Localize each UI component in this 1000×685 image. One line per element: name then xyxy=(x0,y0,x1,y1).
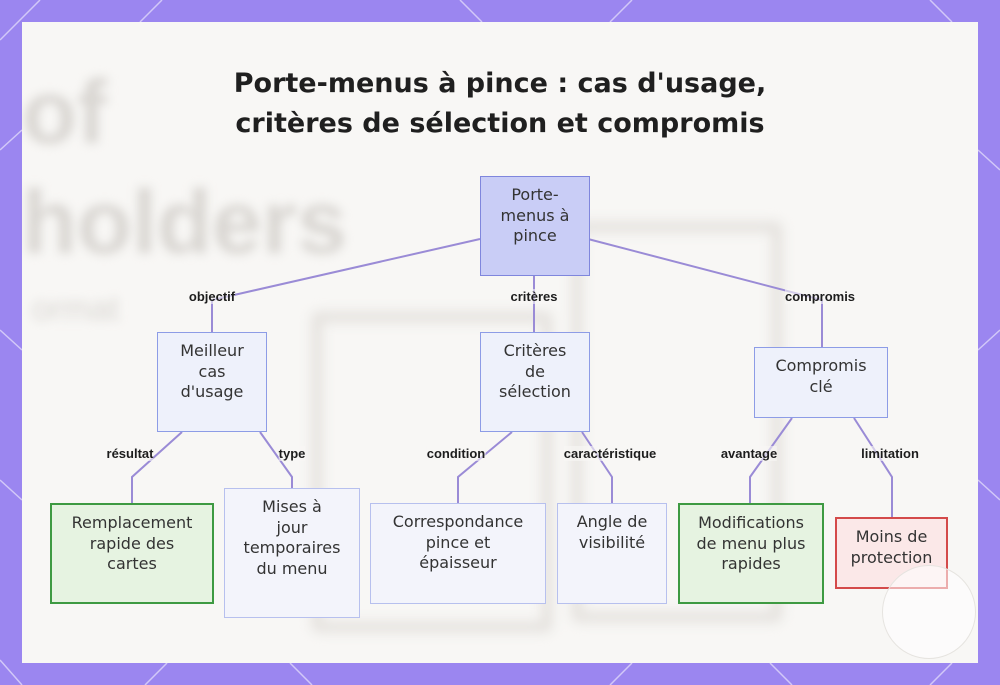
edge-label-criteres: critères xyxy=(510,289,558,304)
node-result: Remplacement rapide des cartes xyxy=(50,503,214,604)
edge-objectif xyxy=(211,238,481,332)
node-feature-label: Angle de visibilité xyxy=(576,512,648,552)
node-best-use-case: Meilleur cas d'usage xyxy=(157,332,267,432)
node-advantage: Modifications de menu plus rapides xyxy=(678,503,824,604)
node-key-tradeoff: Compromis clé xyxy=(754,347,888,418)
node-selection-criteria: Critères de sélection xyxy=(480,332,590,432)
edge-label-compromis: compromis xyxy=(784,289,856,304)
node-root-label: Porte- menus à pince xyxy=(500,185,570,245)
background-watermark-1: of xyxy=(22,63,107,163)
edge-label-caracteristique: caractéristique xyxy=(563,446,657,461)
node-root: Porte- menus à pince xyxy=(480,176,590,276)
edge-condition xyxy=(457,431,513,503)
edge-label-avantage: avantage xyxy=(720,446,778,461)
node-type-label: Mises à jour temporaires du menu xyxy=(243,497,341,578)
diagram-panel: of holders ormat Porte-menus à pince : c… xyxy=(22,22,978,663)
edge-caracteristique xyxy=(581,431,613,503)
background-watermark-2: holders xyxy=(22,173,348,273)
node-selection-criteria-label: Critères de sélection xyxy=(499,341,571,401)
edge-label-condition: condition xyxy=(426,446,486,461)
node-condition: Correspondance pince et épaisseur xyxy=(370,503,546,604)
edge-avantage xyxy=(749,417,793,503)
edge-resultat xyxy=(131,431,183,503)
node-limitation-label: Moins de protection xyxy=(850,527,933,567)
watermark-badge-icon xyxy=(882,565,976,659)
edge-label-limitation: limitation xyxy=(861,446,919,461)
node-type: Mises à jour temporaires du menu xyxy=(224,488,360,618)
node-result-label: Remplacement rapide des cartes xyxy=(71,513,193,573)
edge-label-resultat: résultat xyxy=(106,446,154,461)
node-feature: Angle de visibilité xyxy=(557,503,667,604)
title-line-1: Porte-menus à pince : cas d'usage, xyxy=(233,68,767,99)
edge-type xyxy=(259,431,293,488)
edge-label-objectif: objectif xyxy=(188,289,236,304)
title-line-2: critères de sélection et compromis xyxy=(235,108,765,139)
edge-label-type: type xyxy=(278,446,306,461)
diagram-title: Porte-menus à pince : cas d'usage, critè… xyxy=(22,64,978,144)
node-key-tradeoff-label: Compromis clé xyxy=(775,356,867,396)
node-advantage-label: Modifications de menu plus rapides xyxy=(696,513,806,573)
node-condition-label: Correspondance pince et épaisseur xyxy=(392,512,524,572)
node-best-use-case-label: Meilleur cas d'usage xyxy=(180,341,244,401)
edge-limitation xyxy=(853,417,893,517)
background-watermark-3: ormat xyxy=(32,290,119,328)
